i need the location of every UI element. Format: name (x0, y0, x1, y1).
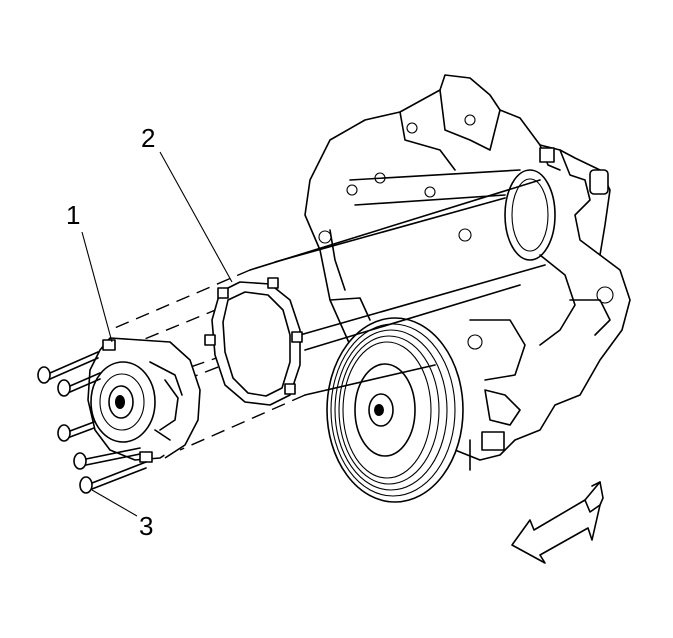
water-pump-bolts (37, 351, 147, 494)
callout-1: 1 (66, 200, 113, 343)
callout-label-2: 2 (141, 123, 155, 153)
bolt (37, 351, 99, 384)
bolt (79, 461, 147, 494)
callout-3: 3 (91, 489, 153, 541)
callout-label-1: 1 (66, 200, 80, 230)
bolt (57, 372, 101, 397)
bolt (57, 421, 95, 442)
callout-2: 2 (141, 123, 233, 283)
callout-label-3: 3 (139, 511, 153, 541)
direction-arrow-icon (511, 481, 604, 564)
bolt (73, 447, 141, 470)
crankshaft-pulley (326, 317, 464, 503)
water-pump-gasket (204, 277, 303, 406)
water-pump (87, 337, 201, 463)
